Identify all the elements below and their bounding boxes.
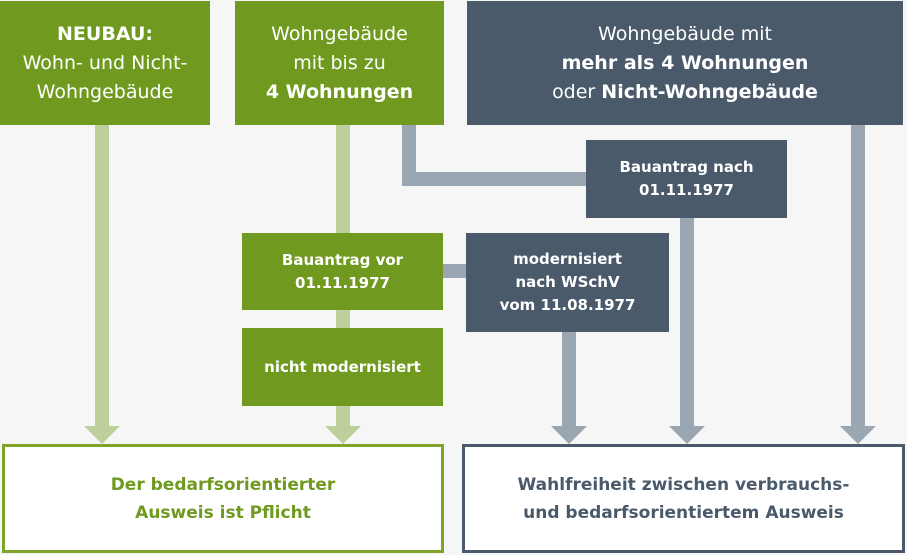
result-choice: Wahlfreiheit zwischen verbrauchs- und be… [462,444,905,553]
connector-small-to-after [402,172,588,186]
arrowhead-neubau [84,426,120,444]
box-not-modernized-line1: nicht modernisiert [264,357,421,376]
arrowhead-large [840,426,876,444]
result-choice-line1: Wahlfreiheit zwischen verbrauchs- [517,474,850,495]
box-modernized-line2: nach WSchV [515,273,620,291]
box-large-residential-line3: oder Nicht-Wohngebäude [552,78,818,107]
box-neubau-line3: Wohngebäude [36,80,174,103]
connector-before-to-modernized [442,264,470,278]
box-large-residential-line1: Wohngebäude mit [598,22,772,45]
box-not-modernized: nicht modernisiert [242,328,443,406]
box-application-before-line2: 01.11.1977 [295,273,390,292]
box-small-residential-line2: mit bis zu [293,51,386,74]
box-small-residential-line1: Wohngebäude [271,22,408,45]
box-large-residential-line2: mehr als 4 Wohnungen [561,51,809,74]
connector-not-to-mandatory [336,406,350,428]
arrowhead-after [669,426,705,444]
connector-neubau [95,125,109,428]
box-application-after: Bauantrag nach 01.11.1977 [586,140,787,218]
box-modernized: modernisiert nach WSchV vom 11.08.1977 [466,233,669,332]
connector-after-to-choice [680,218,694,428]
box-application-before-line1: Bauantrag vor [281,250,404,269]
box-application-after-line1: Bauantrag nach [619,158,754,176]
result-mandatory-line2: Ausweis ist Pflicht [135,502,311,523]
result-mandatory-line1: Der bedarfsorientierter [110,474,336,495]
arrowhead-modernized [551,426,587,444]
box-large-residential: Wohngebäude mit mehr als 4 Wohnungen ode… [467,1,903,125]
result-choice-line2: und bedarfsorientiertem Ausweis [523,502,844,523]
box-small-residential-line3: 4 Wohnungen [265,80,414,103]
box-neubau: NEUBAU: Wohn- und Nicht- Wohngebäude [0,1,210,125]
connector-small-to-before [336,125,350,233]
box-neubau-line2: Wohn- und Nicht- [22,51,188,74]
arrowhead-mandatory [325,426,361,444]
box-modernized-line1: modernisiert [513,250,622,268]
box-application-after-line2: 01.11.1977 [639,181,734,199]
box-application-before: Bauantrag vor 01.11.1977 [242,233,443,310]
connector-before-to-not [336,310,350,328]
connector-small-down [402,125,416,186]
box-neubau-line1: NEUBAU: [57,22,153,45]
box-large-residential-line3-prefix: oder [552,80,602,103]
box-small-residential: Wohngebäude mit bis zu 4 Wohnungen [235,1,444,125]
connector-modernized-to-choice [562,332,576,428]
box-large-residential-line3-bold: Nicht-Wohngebäude [601,80,818,103]
connector-large-to-choice [851,125,865,428]
result-mandatory: Der bedarfsorientierter Ausweis ist Pfli… [2,444,444,553]
box-modernized-line3: vom 11.08.1977 [499,296,636,314]
